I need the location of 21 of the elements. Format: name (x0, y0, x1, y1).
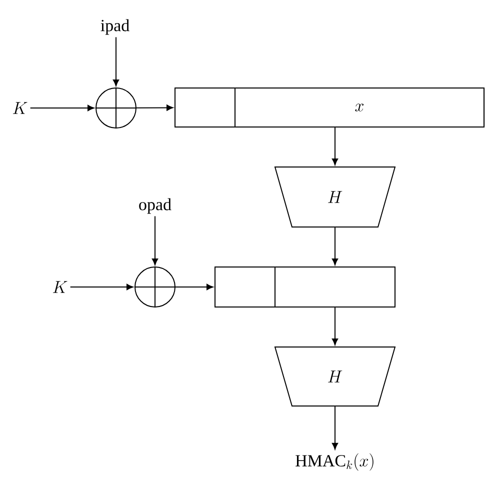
block-box: $x$ (234, 88, 484, 128)
block-box (174, 88, 236, 128)
arrow (136, 104, 174, 111)
text-label: $\mathrm{HMAC}_k(x)$ (296, 453, 374, 471)
block-box (214, 266, 276, 308)
xor-symbol (95, 87, 137, 129)
text-label: opad (139, 198, 172, 214)
arrow (332, 127, 338, 166)
arrow (70, 284, 134, 290)
arrow (175, 284, 214, 290)
text-label: ipad (100, 19, 130, 35)
arrow (332, 406, 338, 450)
text-label: $K$ (12, 102, 28, 114)
arrow (30, 104, 94, 112)
arrow (152, 216, 158, 266)
text-label: $K$ (52, 281, 68, 293)
arrow (332, 227, 338, 266)
xor-symbol (134, 266, 176, 308)
block-box (274, 266, 396, 308)
arrow (112, 36, 120, 86)
arrow (332, 307, 338, 346)
